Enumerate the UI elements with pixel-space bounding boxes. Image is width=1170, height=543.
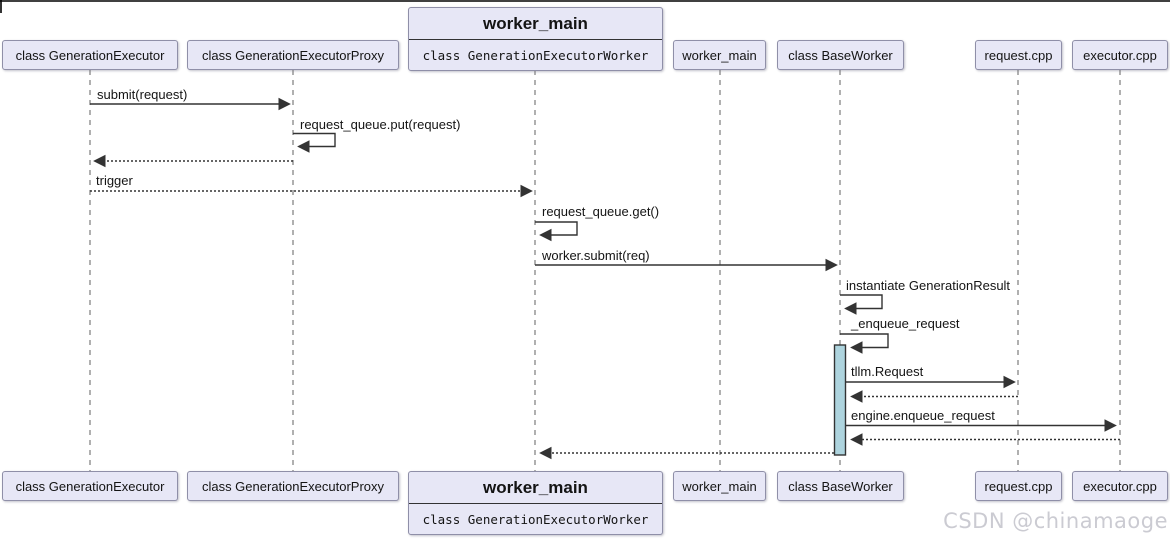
arrow-instantiate-generation-result-self [840,294,883,315]
message-label-request-queue-put: request_queue.put(request) [300,117,461,132]
participant-label: worker_main [682,47,757,63]
worker-main-title: worker_main [409,8,662,40]
message-label-submit: submit(request) [97,87,188,102]
participant-worker-main-bottom: worker_main [673,471,766,501]
participant-label: class GenerationExecutorProxy [201,47,385,63]
arrow-request-queue-get-self [535,221,578,242]
arrow-enqueue-request-self [840,333,889,354]
message-label-instantiate-generation-result: instantiate GenerationResult [846,278,1011,293]
participant-label: executor.cpp [1083,47,1157,63]
arrow-request-queue-put-self [293,132,336,153]
participant-base-worker-bottom: class BaseWorker [777,471,904,501]
worker-main-subtitle: class GenerationExecutorWorker [422,47,649,63]
participant-executor-cpp-top: executor.cpp [1072,40,1168,70]
participant-label: executor.cpp [1083,478,1157,494]
participant-generation-executor-top: class GenerationExecutor [2,40,178,70]
worker-main-title: worker_main [409,472,662,504]
participant-executor-cpp-bottom: executor.cpp [1072,471,1168,501]
message-label-tllm-request: tllm.Request [851,364,924,379]
participant-worker-main-container-bottom: worker_main class GenerationExecutorWork… [408,471,663,535]
participant-request-cpp-bottom: request.cpp [975,471,1062,501]
participant-label: worker_main [682,478,757,494]
message-label-request-queue-get: request_queue.get() [542,204,660,219]
participant-worker-main-container-top: worker_main class GenerationExecutorWork… [408,7,663,71]
message-label-trigger: trigger [96,173,133,188]
participant-label: class GenerationExecutorProxy [201,478,385,494]
participant-label: class GenerationExecutor [15,478,165,494]
participant-label: class BaseWorker [788,47,893,63]
participant-label: class BaseWorker [788,478,893,494]
message-label-worker-submit: worker.submit(req) [542,248,650,263]
participant-generation-executor-proxy-bottom: class GenerationExecutorProxy [187,471,399,501]
message-label-enqueue-request: _enqueue_request [851,316,960,331]
participant-base-worker-top: class BaseWorker [777,40,904,70]
participant-label: request.cpp [984,478,1053,494]
participant-worker-main-top: worker_main [673,40,766,70]
worker-main-subtitle: class GenerationExecutorWorker [422,511,649,527]
participant-generation-executor-proxy-top: class GenerationExecutorProxy [187,40,399,70]
participant-generation-executor-bottom: class GenerationExecutor [2,471,178,501]
activation-bar-base-worker [833,344,847,456]
participant-label: request.cpp [984,47,1053,63]
csdn-watermark: CSDN @chinamaoge [943,509,1168,533]
participant-request-cpp-top: request.cpp [975,40,1062,70]
participant-label: class GenerationExecutor [15,47,165,63]
message-label-engine-enqueue-request: engine.enqueue_request [851,408,995,423]
